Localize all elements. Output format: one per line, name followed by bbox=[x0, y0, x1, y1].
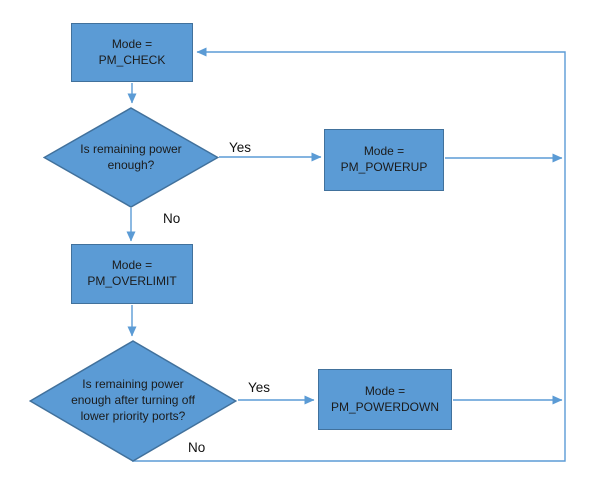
diamond-shape bbox=[29, 340, 237, 462]
node-decision-power-after-shedding-label: Is remaining power enough after turning … bbox=[71, 377, 195, 423]
edge-label-no-2: No bbox=[188, 440, 206, 455]
node-pm-powerup: Mode = PM_POWERUP bbox=[324, 129, 444, 191]
node-pm-check-label: Mode = PM_CHECK bbox=[98, 36, 166, 67]
diamond-shape bbox=[43, 107, 219, 208]
node-pm-overlimit: Mode = PM_OVERLIMIT bbox=[71, 244, 193, 304]
node-pm-check: Mode = PM_CHECK bbox=[71, 23, 193, 82]
node-pm-powerdown-label: Mode = PM_POWERDOWN bbox=[331, 383, 439, 414]
node-decision-power-enough: Is remaining power enough? bbox=[43, 107, 219, 208]
edge-label-yes-1: Yes bbox=[229, 140, 252, 155]
edge-label-no-1: No bbox=[163, 211, 181, 226]
node-decision-power-after-shedding: Is remaining power enough after turning … bbox=[29, 340, 237, 462]
node-pm-overlimit-label: Mode = PM_OVERLIMIT bbox=[87, 258, 177, 288]
node-decision-power-enough-label: Is remaining power enough? bbox=[80, 141, 182, 172]
node-pm-powerdown: Mode = PM_POWERDOWN bbox=[318, 369, 452, 430]
edge-label-yes-2: Yes bbox=[248, 380, 271, 395]
node-pm-powerup-label: Mode = PM_POWERUP bbox=[340, 144, 428, 174]
